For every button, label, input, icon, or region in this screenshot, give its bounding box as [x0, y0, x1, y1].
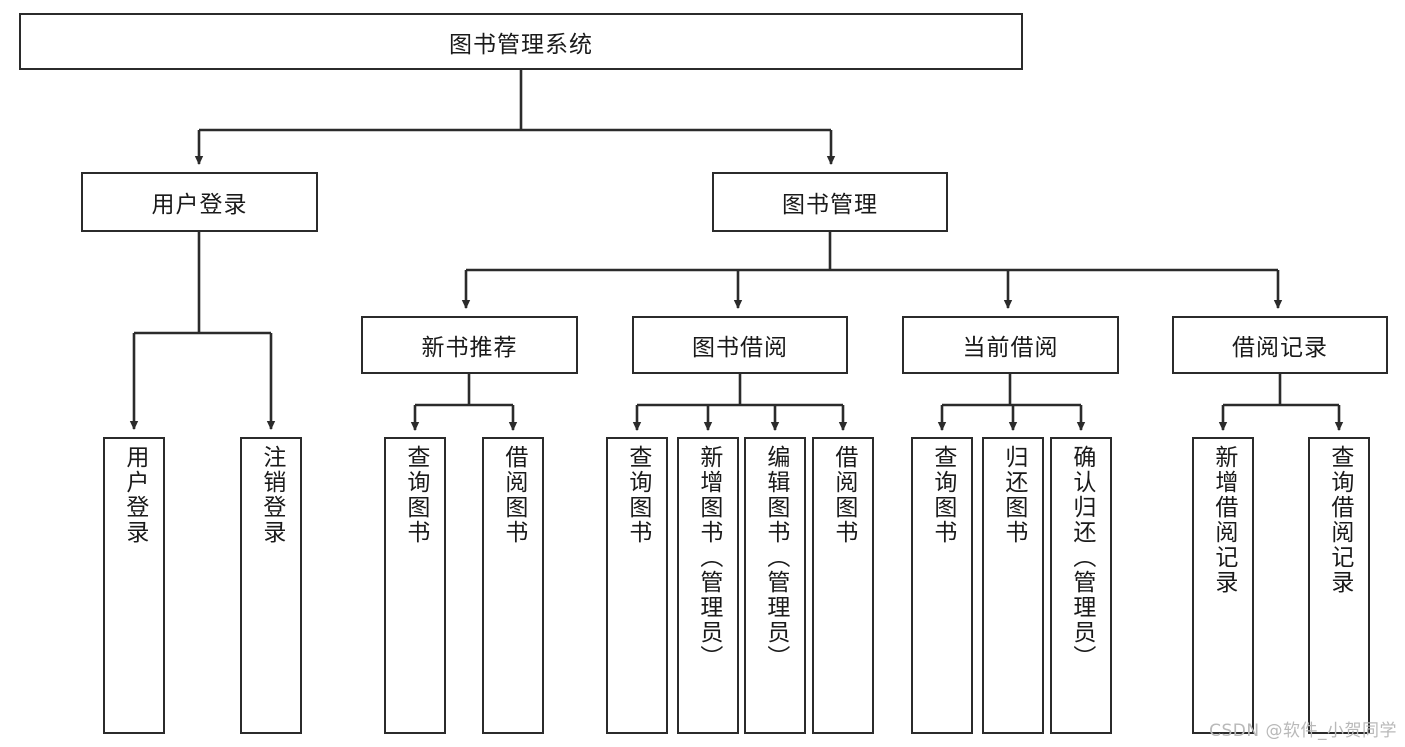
- node-label: 图书管理: [782, 192, 878, 218]
- node-label: 确认归还（管理员）: [1068, 445, 1095, 670]
- leaf-return-book[interactable]: 归还图书: [982, 437, 1044, 734]
- node-label: 图书管理系统: [449, 31, 593, 58]
- node-book-management[interactable]: 图书管理: [712, 172, 948, 232]
- watermark: CSDN @软件_小贺同学: [1209, 721, 1397, 741]
- node-new-book-recommend[interactable]: 新书推荐: [361, 316, 578, 374]
- node-label: 借阅图书: [830, 445, 857, 545]
- node-label: 新增图书（管理员）: [695, 445, 722, 670]
- node-label: 借阅图书: [500, 445, 527, 545]
- node-label: 查询图书: [929, 445, 956, 545]
- leaf-borrow-book-recommend[interactable]: 借阅图书: [482, 437, 544, 734]
- node-label: 当前借阅: [962, 335, 1059, 361]
- node-label: 注销登录: [258, 445, 285, 545]
- node-label: 新书推荐: [421, 335, 518, 361]
- leaf-query-book-current[interactable]: 查询图书: [911, 437, 973, 734]
- node-label: 查询借阅记录: [1326, 445, 1353, 595]
- node-label: 借阅记录: [1232, 335, 1328, 361]
- node-label: 查询图书: [624, 445, 651, 545]
- node-label: 编辑图书（管理员）: [762, 445, 789, 670]
- leaf-edit-book-admin[interactable]: 编辑图书（管理员）: [744, 437, 806, 734]
- leaf-borrow-book[interactable]: 借阅图书: [812, 437, 874, 734]
- node-label: 新增借阅记录: [1210, 445, 1237, 595]
- node-label: 归还图书: [1000, 445, 1027, 545]
- leaf-query-book-borrow[interactable]: 查询图书: [606, 437, 668, 734]
- leaf-add-borrow-record[interactable]: 新增借阅记录: [1192, 437, 1254, 734]
- node-label: 图书借阅: [692, 335, 788, 361]
- node-borrow-record[interactable]: 借阅记录: [1172, 316, 1388, 374]
- leaf-user-logout[interactable]: 注销登录: [240, 437, 302, 734]
- node-book-borrow[interactable]: 图书借阅: [632, 316, 848, 374]
- node-label: 查询图书: [402, 445, 429, 545]
- node-current-borrow[interactable]: 当前借阅: [902, 316, 1119, 374]
- leaf-query-book-recommend[interactable]: 查询图书: [384, 437, 446, 734]
- node-label: 用户登录: [151, 192, 248, 218]
- leaf-add-book-admin[interactable]: 新增图书（管理员）: [677, 437, 739, 734]
- node-label: 用户登录: [121, 445, 148, 545]
- node-user-login[interactable]: 用户登录: [81, 172, 318, 232]
- leaf-confirm-return-admin[interactable]: 确认归还（管理员）: [1050, 437, 1112, 734]
- leaf-user-login[interactable]: 用户登录: [103, 437, 165, 734]
- leaf-query-borrow-record[interactable]: 查询借阅记录: [1308, 437, 1370, 734]
- node-root[interactable]: 图书管理系统: [19, 13, 1023, 70]
